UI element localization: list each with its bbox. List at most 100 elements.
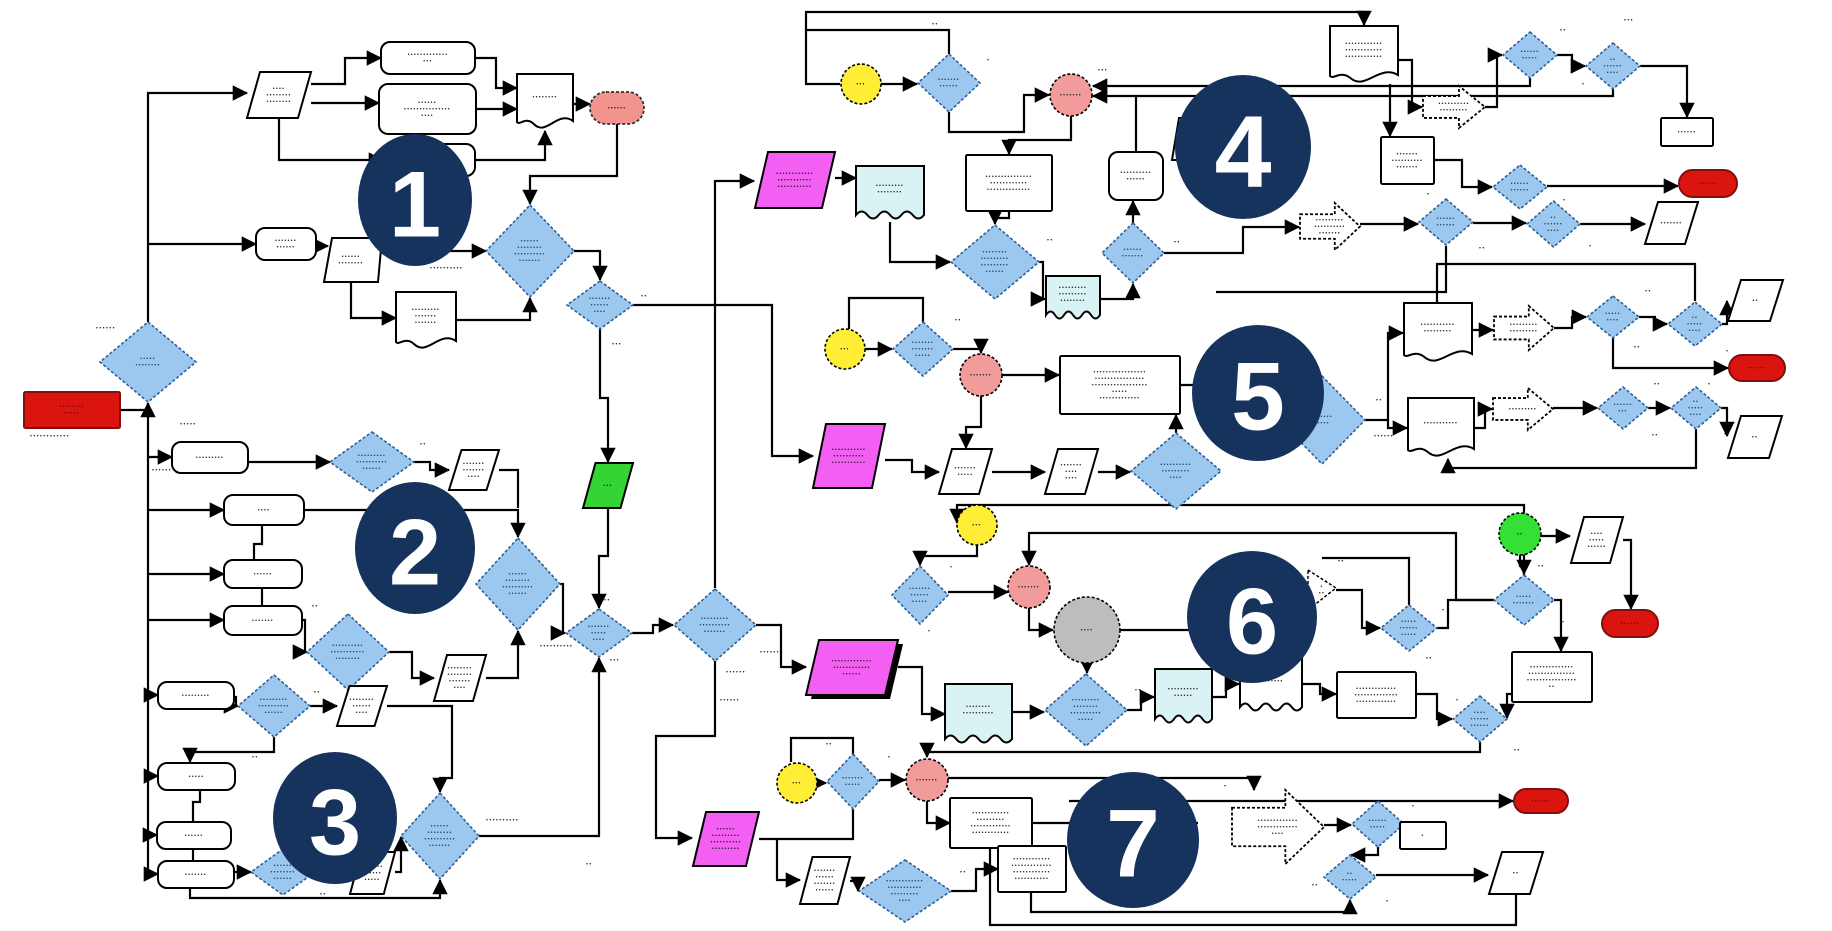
placeholder-dotted-text: •••••: [189, 774, 205, 780]
connector-line: [1386, 420, 1409, 436]
node-s4-page-cyan-1: •••••••••••••••••: [855, 165, 925, 220]
placeholder-dotted-text: •••••••••••: [832, 447, 866, 453]
placeholder-dotted-text: •••••: [915, 353, 931, 359]
connector-label-dots: ••: [1514, 747, 1521, 753]
placeholder-dotted-text: ••••: [454, 685, 467, 691]
node-s1-document-1: ••••••••: [516, 73, 574, 129]
placeholder-dotted-text: ••••••••••••••••: [1527, 678, 1577, 684]
connector-line: [550, 582, 567, 641]
connector-line: [182, 737, 276, 764]
connector-label-dots: •: [888, 754, 891, 760]
placeholder-dotted-text: ••••: [1081, 627, 1094, 633]
placeholder-dotted-text: ••: [1550, 215, 1556, 221]
placeholder-dotted-text: •••••: [1401, 632, 1417, 638]
node-s7-decision-3: •••••••••••: [1350, 799, 1406, 849]
placeholder-dotted-text: ••••••: [1471, 716, 1490, 722]
placeholder-dotted-text: •••••••: [916, 777, 938, 783]
connector-line: [633, 303, 815, 464]
placeholder-dotted-text: ••••••••••: [1392, 158, 1423, 164]
placeholder-dotted-text: ••••••••••: [833, 453, 864, 459]
placeholder-dotted-text: •••••••••••••: [408, 52, 449, 58]
connector-label-dots: ••: [1479, 245, 1486, 251]
node-s1-terminator: ••••••: [589, 91, 645, 125]
connector-label-dots: •: [1224, 783, 1227, 789]
placeholder-dotted-text: •••••••: [1319, 230, 1341, 236]
placeholder-dotted-text: ••••: [1547, 228, 1560, 234]
connector-label-dots: ••••••: [1374, 433, 1394, 439]
placeholder-dotted-text: •••••••: [589, 296, 611, 302]
connector-label-dots: •: [1442, 607, 1445, 613]
connector-line: [789, 736, 855, 762]
placeholder-dotted-text: ••••••••: [59, 404, 84, 410]
connector-line: [988, 848, 1518, 927]
placeholder-dotted-text: ••••••: [521, 239, 540, 245]
node-center-green-data: •••: [581, 462, 635, 509]
placeholder-dotted-text: ••••: [593, 637, 606, 643]
node-s6-connector-yellow: •••: [956, 504, 998, 546]
node-s4-process-1: ••••••••••••••••••••••••••••••••••••••••…: [965, 154, 1053, 212]
placeholder-dotted-text: ••••••••••: [1070, 711, 1101, 717]
placeholder-dotted-text: •••••: [1112, 389, 1128, 395]
connector-line: [1435, 262, 1697, 303]
placeholder-dotted-text: ••••: [1690, 412, 1703, 418]
connector-label-dots: •••: [612, 341, 622, 347]
node-s6-decision-1: ••••••••••••••••••: [890, 564, 950, 626]
placeholder-dotted-text: ••••••: [1699, 181, 1718, 187]
placeholder-dotted-text: •••••••••••••: [1012, 863, 1053, 869]
placeholder-dotted-text: •••••••••••: [331, 649, 365, 655]
placeholder-dotted-text: ••••••••: [266, 92, 291, 98]
placeholder-dotted-text: ••••••••••: [332, 643, 363, 649]
connector-line: [947, 87, 1051, 134]
placeholder-dotted-text: ••: [1752, 298, 1758, 304]
node-s3-process-2: •••••: [157, 762, 236, 791]
placeholder-dotted-text: ••••••: [1604, 63, 1623, 69]
placeholder-dotted-text: ••••••: [1400, 625, 1419, 631]
placeholder-dotted-text: ••••••••: [982, 250, 1007, 256]
node-s3-process-1: •••••••••: [157, 681, 235, 710]
placeholder-dotted-text: •••••: [1516, 594, 1532, 600]
placeholder-dotted-text: •••••••••••••••: [986, 174, 1033, 180]
node-s7-data-1: ••••••••••••••••••••••••••: [798, 856, 852, 905]
connector-line: [1719, 406, 1735, 438]
placeholder-dotted-text: ••: [1692, 315, 1698, 321]
connector-line: [277, 118, 385, 168]
placeholder-dotted-text: •••••: [1589, 537, 1605, 543]
placeholder-dotted-text: •••••••••••••: [1258, 824, 1299, 830]
node-s1-document-2: •••••••••••••••••••••••: [395, 291, 457, 349]
placeholder-dotted-text: ••••••: [1369, 818, 1388, 824]
placeholder-dotted-text: •••••••••••: [1421, 322, 1455, 328]
connector-line: [1474, 401, 1494, 430]
placeholder-dotted-text: ••••••: [1588, 544, 1607, 550]
placeholder-dotted-text: ••••••••••••: [1345, 41, 1383, 47]
placeholder-dotted-text: ••••: [1272, 831, 1285, 837]
connector-line: [146, 85, 249, 322]
placeholder-dotted-text: ••••••••: [335, 656, 360, 662]
node-s7-arrow-big: ••••••••••••••••••••••••••••••: [1231, 787, 1326, 867]
placeholder-dotted-text: ••••••: [418, 100, 437, 106]
placeholder-dotted-text: •••••••••: [182, 693, 210, 699]
placeholder-dotted-text: ••: [1752, 434, 1758, 440]
placeholder-dotted-text: ••••••: [277, 245, 296, 251]
placeholder-dotted-text: •••••••: [463, 467, 485, 473]
placeholder-dotted-text: ••••••: [342, 254, 361, 260]
placeholder-dotted-text: •••••••••••••••: [404, 106, 451, 112]
connector-label-dots: •••: [610, 657, 620, 663]
node-s4-process-3: ••••••••••••••••••••••••: [1380, 136, 1435, 185]
node-s6-process-1: ••••••••••••••••••••••••••••••••••••••••: [1336, 671, 1417, 719]
placeholder-dotted-text: ••••: [594, 309, 607, 315]
placeholder-dotted-text: •••••••: [519, 258, 541, 264]
connector-line: [1164, 219, 1301, 255]
node-s6-process-2: ••••••••••••••••••••••••••••••••••••••••…: [1511, 651, 1593, 703]
placeholder-dotted-text: •••••••: [1311, 414, 1333, 420]
placeholder-dotted-text: ••••••: [265, 710, 284, 716]
placeholder-dotted-text: •••: [840, 346, 849, 352]
edge-labels-layer: ••••••••••••••••••••••••••••••••••••••••…: [30, 17, 1729, 904]
node-s7-process-small: •: [1399, 821, 1447, 850]
placeholder-dotted-text: ••••: [1689, 328, 1702, 334]
placeholder-dotted-text: ••••••••••••: [886, 879, 924, 885]
connector-label-dots: ••: [1634, 344, 1641, 350]
placeholder-dotted-text: •••••••••••: [1015, 876, 1049, 882]
placeholder-dotted-text: •••••: [1342, 878, 1358, 884]
connector-line: [1091, 78, 1532, 94]
connector-label-dots: ••••••••••: [540, 643, 573, 649]
